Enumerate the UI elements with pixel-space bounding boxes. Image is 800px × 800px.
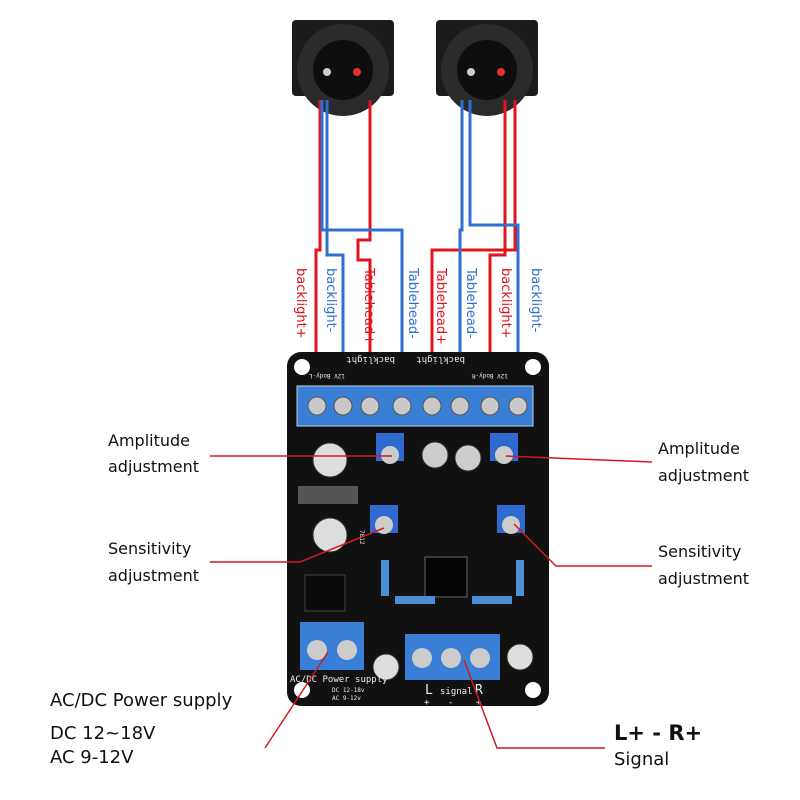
terminal-screw	[307, 396, 327, 416]
callout-power-dc: DC 12~18V	[50, 723, 156, 744]
terminal-screw	[480, 396, 500, 416]
board-power-ac: AC 9-12v	[332, 695, 361, 702]
board-body-left: 12V Body-L	[308, 372, 345, 379]
board-plus-left: +	[424, 698, 430, 708]
wire-label-backlight-plus: backlight+	[498, 268, 513, 339]
wire-label-backlight-plus: backlight+	[293, 268, 308, 339]
capacitor	[421, 441, 449, 469]
capacitor	[454, 444, 482, 472]
wire-label-tablehead-plus: Tablehead+	[433, 267, 448, 345]
wire-backlight-plus-right	[488, 100, 507, 400]
callout-amplitude-left-2: adjustment	[108, 457, 199, 476]
terminal-screw	[508, 396, 528, 416]
wire-tablehead-minus-right	[458, 100, 464, 400]
callout-signal: Signal	[614, 749, 669, 770]
wire-label-tablehead-minus: Tablehead-	[405, 267, 420, 339]
callout-sensitivity-right-1: Sensitivity	[658, 542, 741, 561]
bridge-rectifier	[304, 574, 346, 612]
board-minus: -	[448, 698, 453, 708]
callout-sensitivity-left-1: Sensitivity	[108, 539, 191, 558]
resistor	[381, 560, 389, 596]
terminal-screw	[450, 396, 470, 416]
meter-left	[292, 20, 394, 116]
meter-right	[436, 20, 538, 116]
terminal-screw	[392, 396, 412, 416]
wire-labels: backlight+ backlight- Tablehead+ Tablehead-…	[293, 267, 543, 345]
resistor	[472, 596, 512, 604]
wire-tablehead-plus-left	[356, 100, 372, 400]
board-L: L	[425, 683, 433, 698]
capacitor	[312, 442, 348, 478]
wire-backlight-minus-right	[468, 100, 520, 400]
callout-amplitude-right-1: Amplitude	[658, 439, 740, 458]
wire-tablehead-minus-left	[320, 100, 404, 400]
board-signal-label: signal	[440, 687, 473, 697]
wire-tablehead-plus-right	[430, 100, 517, 400]
board-plus-right: +	[476, 698, 482, 708]
resistor	[516, 560, 524, 596]
wire-label-backlight-minus: backlight-	[323, 268, 338, 333]
board-R: R	[475, 683, 483, 698]
callout-amplitude-right-2: adjustment	[658, 466, 749, 485]
resistor	[395, 596, 435, 604]
callout-sensitivity-right-2: adjustment	[658, 569, 749, 588]
callout-signal-pins: L+ - R+	[614, 721, 702, 745]
board-power-dc: DC 12-18v	[332, 687, 365, 694]
wire-backlight-plus-left	[314, 100, 322, 400]
callout-sensitivity-left-2: adjustment	[108, 566, 199, 585]
board-body-right: 12V Body-R	[471, 372, 508, 379]
board-power-label: AC/DC Power supply	[290, 675, 388, 685]
callout-lines	[210, 455, 653, 749]
wire-label-tablehead-minus: Tablehead-	[463, 267, 478, 339]
terminal-screw	[422, 396, 442, 416]
wire-label-backlight-minus: backlight-	[528, 268, 543, 333]
callout-power-title: AC/DC Power supply	[50, 690, 233, 711]
capacitor	[312, 517, 348, 553]
capacitor	[372, 653, 400, 681]
pcb-board: backlight backlight 12V Body-L 12V Body-…	[287, 352, 549, 708]
callout-power-ac: AC 9-12V	[50, 747, 134, 768]
board-backlight-left: backlight	[346, 354, 395, 364]
wires	[314, 100, 520, 400]
op-amp-chip	[424, 556, 468, 598]
callout-amplitude-left-1: Amplitude	[108, 431, 190, 450]
wire-label-tablehead-plus: Tablehead+	[361, 267, 376, 345]
terminal-screw	[333, 396, 353, 416]
board-backlight-right: backlight	[416, 354, 465, 364]
terminal-screw	[360, 396, 380, 416]
capacitor	[506, 643, 534, 671]
wire-backlight-minus-left	[325, 100, 345, 400]
heatsink	[298, 486, 358, 504]
